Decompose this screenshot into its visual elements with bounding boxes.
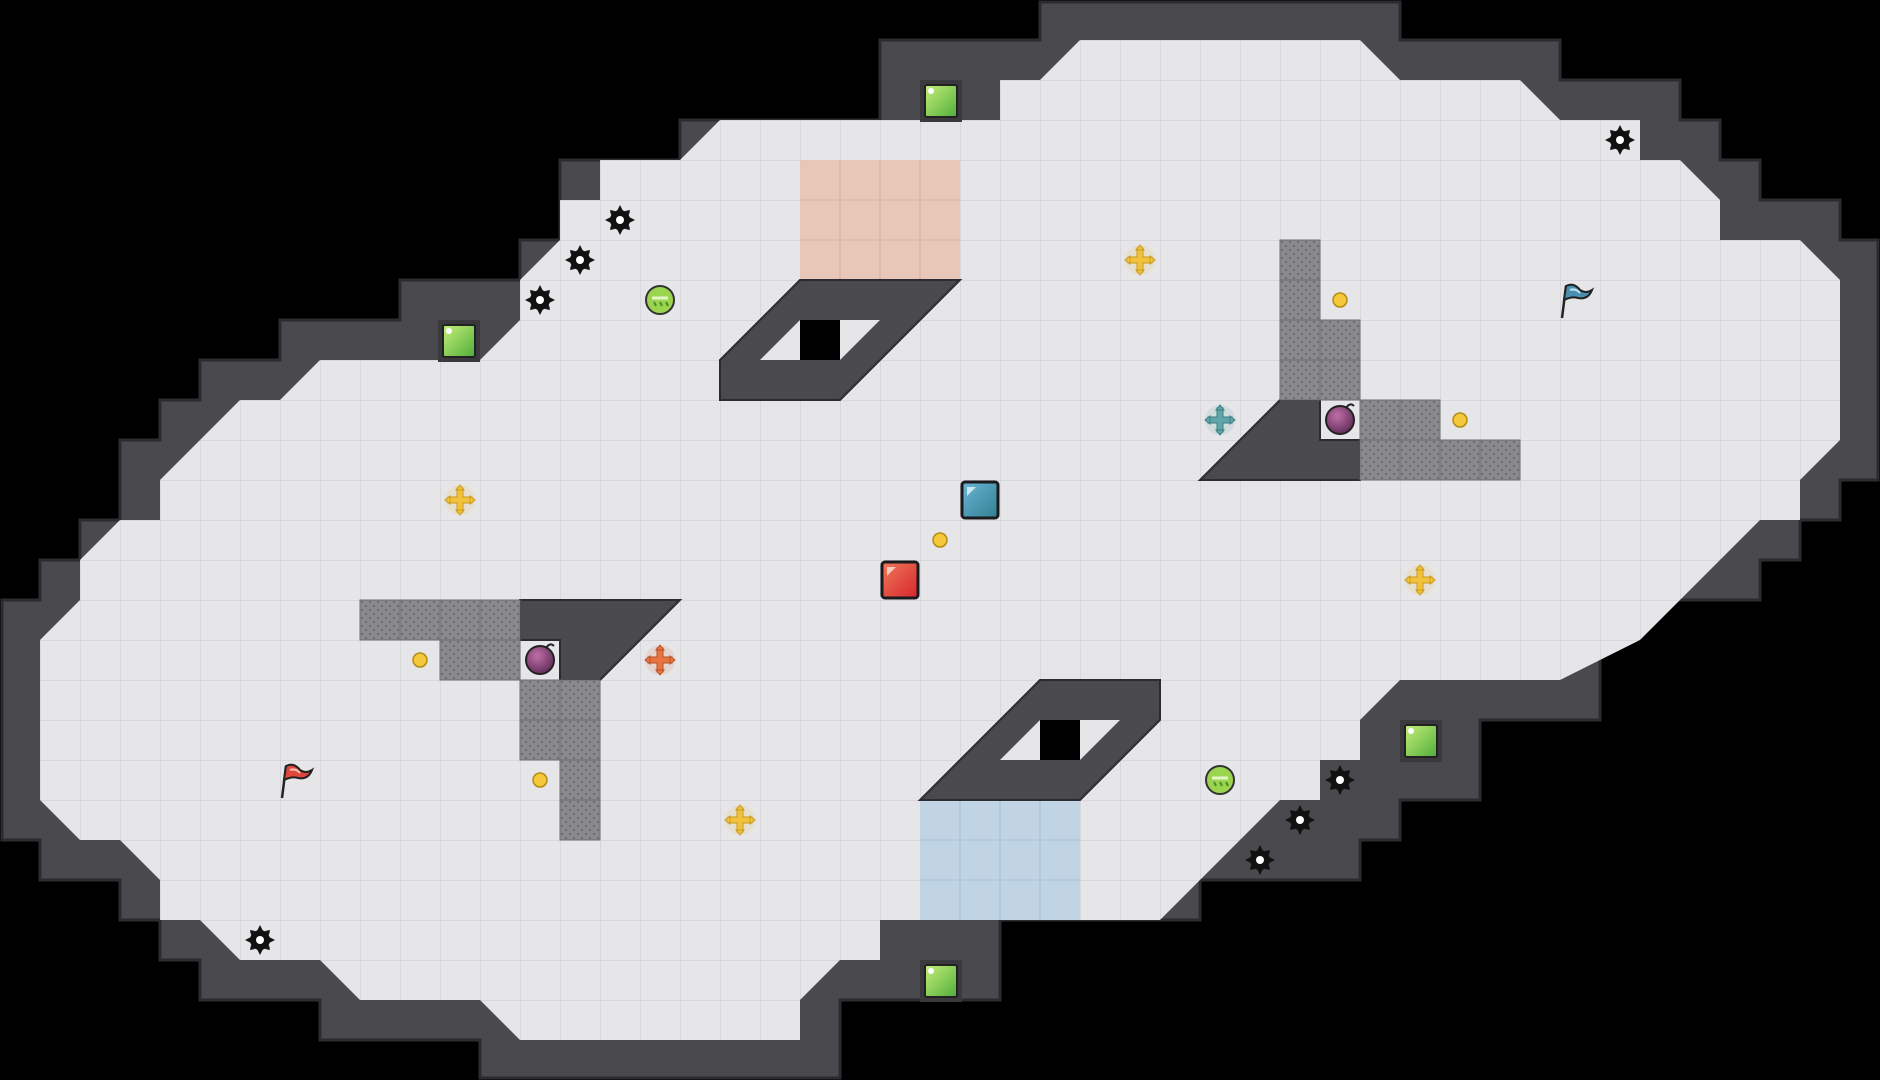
gate-icon [645, 285, 675, 315]
spike-icon [245, 925, 275, 955]
powerup-icon [644, 644, 676, 676]
flags [280, 283, 1595, 799]
spike-icon [565, 245, 595, 275]
gray-blocks [359, 239, 1521, 841]
blue-ball-player [960, 480, 1000, 520]
powerups [444, 244, 1436, 836]
bombs [525, 403, 1355, 675]
portal-icon [438, 320, 480, 362]
portal-icon [1400, 720, 1442, 762]
wall-obstacles [519, 279, 1361, 801]
boost-icon [1332, 292, 1348, 308]
portal-icon [920, 80, 962, 122]
spike-icon [1325, 765, 1355, 795]
boost-icon [412, 652, 428, 668]
bomb-icon [1325, 403, 1355, 435]
portals [438, 80, 1442, 1002]
spikes [245, 125, 1635, 955]
powerup-icon [444, 484, 476, 516]
players [880, 480, 1000, 600]
blue-flag-icon [1560, 283, 1595, 319]
boost-icon [1452, 412, 1468, 428]
portal-icon [920, 960, 962, 1002]
powerup-icon [1204, 404, 1236, 436]
gates [645, 285, 1235, 795]
boost-icon [932, 532, 948, 548]
spike-icon [605, 205, 635, 235]
spike-icon [1285, 805, 1315, 835]
boosts [412, 292, 1468, 788]
spike-icon [1605, 125, 1635, 155]
gate-icon [1205, 765, 1235, 795]
red-flag-icon [280, 763, 315, 799]
powerup-icon [1124, 244, 1156, 276]
spike-icon [525, 285, 555, 315]
boost-icon [532, 772, 548, 788]
powerup-icon [724, 804, 756, 836]
bomb-icon [525, 643, 555, 675]
spike-icon [1245, 845, 1275, 875]
powerup-icon [1404, 564, 1436, 596]
red-ball-player [880, 560, 920, 600]
